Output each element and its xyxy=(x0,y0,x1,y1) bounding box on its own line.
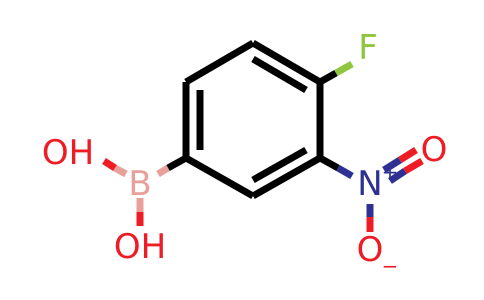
oxygen-charge-label: − xyxy=(382,254,399,278)
nitro-oxygen-double-label: O xyxy=(421,130,448,170)
c-f-bond-color xyxy=(334,60,354,77)
fluorine-label: F xyxy=(358,28,378,68)
b-oh-top-bond-pink xyxy=(113,164,128,178)
c-n-bond-dark xyxy=(318,154,340,172)
ring-inner-bond-bottom-right xyxy=(251,146,308,184)
hydroxyl-bottom-label: OH xyxy=(114,227,166,267)
nitro-oxygen-single-label: O xyxy=(357,230,384,270)
nitrogen-label: N xyxy=(357,164,382,204)
c-b-bond-color xyxy=(156,164,170,178)
ring-inner-bond-top-right xyxy=(251,55,308,94)
ring-bond-top-left xyxy=(184,39,255,86)
bond-group xyxy=(102,39,424,232)
c-n-bond-color xyxy=(336,164,354,180)
ring-bond-bottom-left xyxy=(184,154,255,200)
n-o-double-bond-a-red xyxy=(398,147,418,163)
boron-label: B xyxy=(128,164,151,204)
n-o-double-bond-b-blue xyxy=(388,168,407,184)
ring-bond-bottom-right xyxy=(251,154,322,200)
n-o-double-bond-b-red xyxy=(403,157,424,175)
ring-bond-top-right xyxy=(251,39,322,86)
hydroxyl-top-label: OH xyxy=(42,133,94,173)
c-f-bond-dark xyxy=(318,69,338,86)
n-o-double-bond-a-blue xyxy=(382,157,402,173)
nitrogen-charge-label: + xyxy=(382,160,399,184)
c-b-bond-dark xyxy=(166,154,188,172)
b-oh-top-bond-red xyxy=(102,158,117,171)
